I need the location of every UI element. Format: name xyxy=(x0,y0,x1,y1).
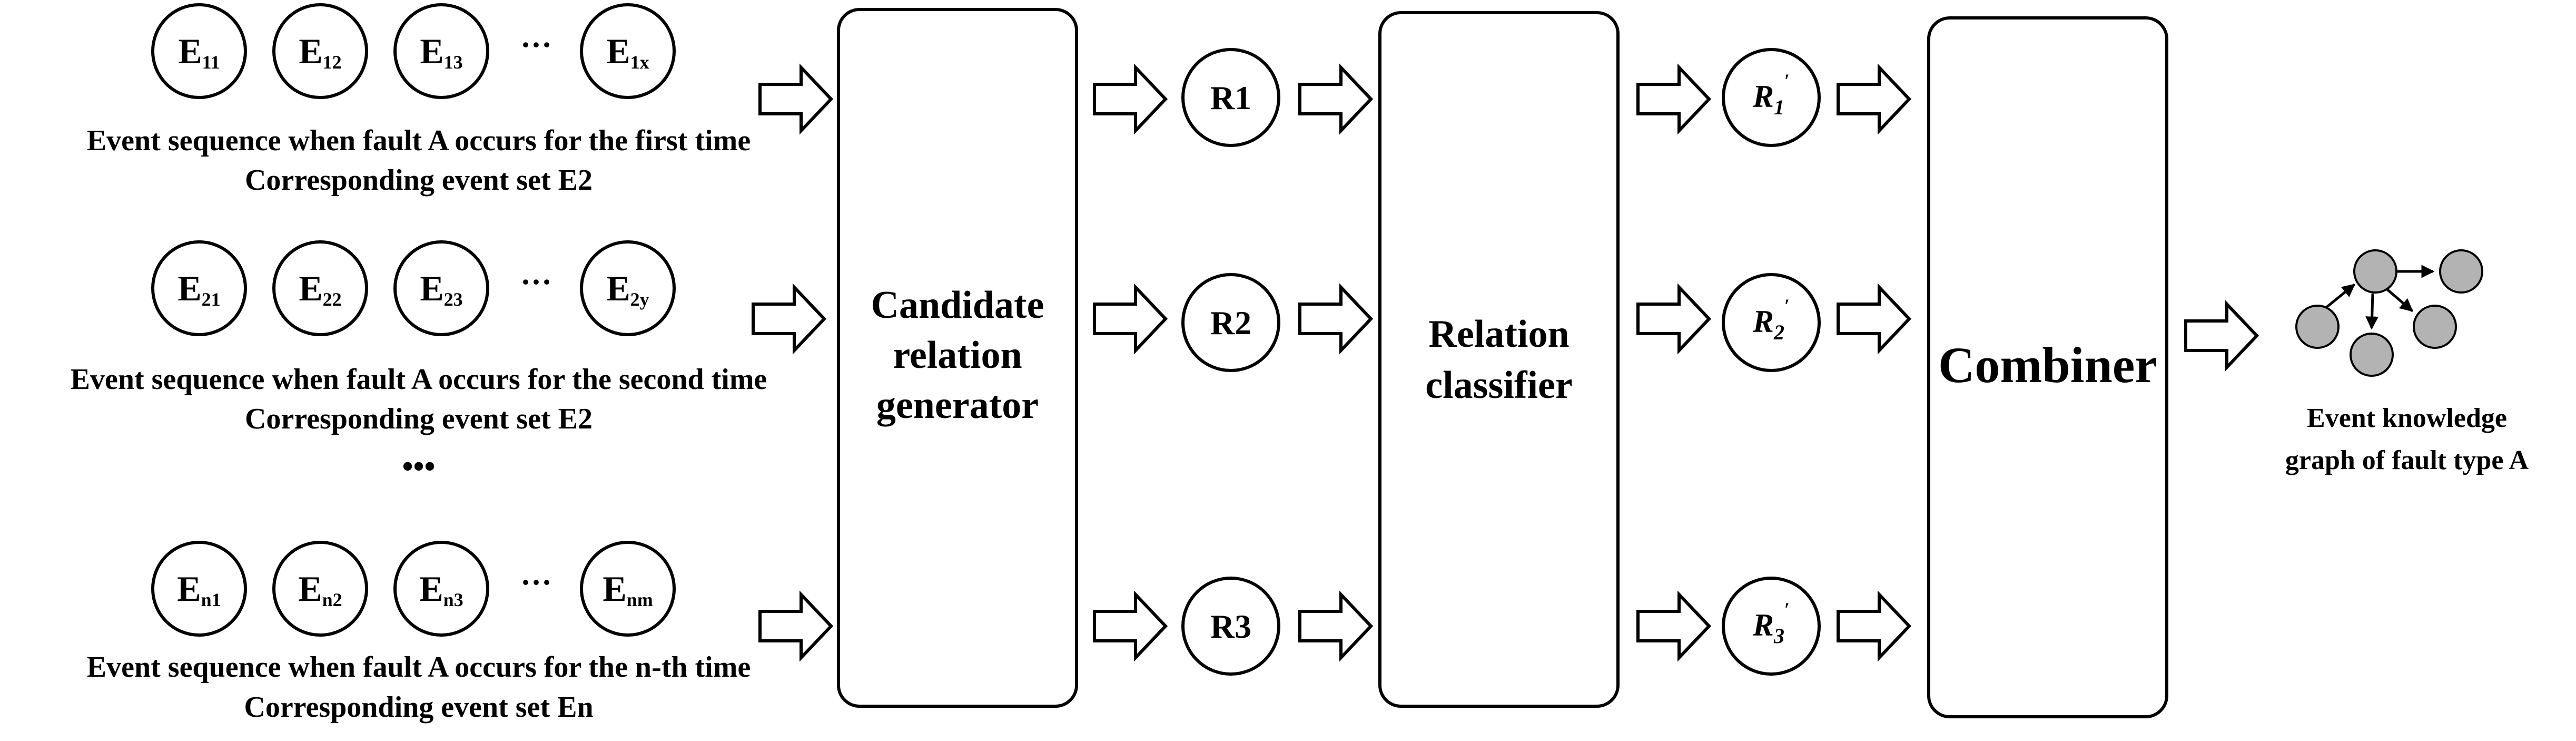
relation-node-r2: R2 xyxy=(1181,273,1280,372)
event-node-e1x: E1x xyxy=(580,3,676,99)
event-node-e11: E11 xyxy=(151,3,247,99)
event-node-e2y: E2y xyxy=(580,240,676,336)
knowledge-graph-icon xyxy=(2295,249,2483,377)
svg-text:E2y: E2y xyxy=(606,268,649,310)
svg-text:En3: En3 xyxy=(419,569,463,610)
svg-text:relation: relation xyxy=(893,334,1022,377)
event-node-en2: En2 xyxy=(272,541,368,637)
sequence-ellipsis: ··· xyxy=(520,265,552,299)
svg-text:E21: E21 xyxy=(177,268,220,310)
event-node-en3: En3 xyxy=(393,541,489,637)
sequence-caption: Event sequence when fault A occurs for t… xyxy=(87,124,751,157)
svg-text:R1: R1 xyxy=(1210,79,1251,116)
arrow-right-icon xyxy=(753,287,824,350)
arrow-right-icon xyxy=(1638,67,1709,131)
arrow-right-icon xyxy=(1638,594,1709,658)
candidate-relation-generator-box: Candidate relation generator xyxy=(837,8,1078,708)
event-node-en1: En1 xyxy=(151,541,247,637)
svg-text:R2: R2 xyxy=(1210,304,1251,342)
event-node-e21: E21 xyxy=(151,240,247,336)
svg-text:En1: En1 xyxy=(177,569,221,610)
classified-relation-node-r2: R2′ xyxy=(1722,273,1821,372)
svg-text:Candidate: Candidate xyxy=(871,284,1044,327)
event-node-e12: E12 xyxy=(272,3,368,99)
sequence-ellipsis: ··· xyxy=(520,27,552,62)
event-sequence-2: E21 E22 E23 ··· E2y Event sequence when … xyxy=(71,240,767,435)
knowledge-graph-label-line2: graph of fault type A xyxy=(2285,445,2529,475)
combiner-box: Combiner xyxy=(1927,16,2168,718)
arrow-right-icon xyxy=(1094,287,1166,350)
arrow-right-icon xyxy=(1300,67,1371,131)
svg-text:E22: E22 xyxy=(299,268,341,310)
arrow-right-icon xyxy=(1838,287,1909,350)
svg-text:R2′: R2′ xyxy=(1752,295,1790,344)
svg-text:E23: E23 xyxy=(420,268,462,310)
svg-text:Combiner: Combiner xyxy=(1938,337,2157,393)
sequence-ellipsis: ··· xyxy=(520,565,552,600)
sequence-caption: Event sequence when fault A occurs for t… xyxy=(71,363,767,396)
event-sequence-n: En1 En2 En3 ··· Enm Event sequence when … xyxy=(87,541,751,724)
svg-text:Enm: Enm xyxy=(603,569,653,610)
event-node-enm: Enm xyxy=(580,541,676,637)
relation-node-r1: R1 xyxy=(1181,48,1280,147)
svg-text:R1′: R1′ xyxy=(1752,70,1790,119)
arrow-right-icon xyxy=(1300,287,1371,350)
arrow-right-icon xyxy=(1094,67,1166,131)
arrow-right-icon xyxy=(2186,304,2257,367)
arrow-right-icon xyxy=(1094,594,1166,658)
arrow-right-icon xyxy=(1838,594,1909,658)
arrow-right-icon xyxy=(760,67,831,131)
sequence-gap-ellipsis: ••• xyxy=(402,449,435,484)
svg-text:Relation: Relation xyxy=(1428,313,1569,356)
svg-text:E12: E12 xyxy=(299,31,341,73)
sequence-caption: Event sequence when fault A occurs for t… xyxy=(87,651,751,684)
arrow-right-icon xyxy=(1638,287,1709,350)
relation-classifier-box: Relation classifier xyxy=(1378,11,1620,708)
arrow-right-icon xyxy=(1838,67,1909,131)
arrow-right-icon xyxy=(1300,594,1371,658)
event-node-e22: E22 xyxy=(272,240,368,336)
svg-text:E11: E11 xyxy=(178,31,220,73)
svg-text:R3: R3 xyxy=(1210,608,1251,645)
classified-relation-node-r1: R1′ xyxy=(1722,48,1821,147)
sequence-caption-event-set: Corresponding event set E2 xyxy=(245,164,593,197)
svg-text:En2: En2 xyxy=(298,569,342,610)
svg-text:classifier: classifier xyxy=(1425,364,1572,407)
event-sequence-1: E11 E12 E13 ··· E1x Event sequence when … xyxy=(87,3,751,197)
svg-text:R3′: R3′ xyxy=(1752,599,1790,648)
arrow-right-icon xyxy=(760,594,831,658)
sequence-caption-event-set: Corresponding event set E2 xyxy=(245,403,593,435)
svg-text:E13: E13 xyxy=(420,31,462,73)
event-node-e13: E13 xyxy=(393,3,489,99)
svg-text:E1x: E1x xyxy=(606,31,649,73)
event-node-e23: E23 xyxy=(393,240,489,336)
svg-text:generator: generator xyxy=(876,384,1039,427)
classified-relation-node-r3: R3′ xyxy=(1722,577,1821,676)
sequence-caption-event-set: Corresponding event set En xyxy=(244,691,593,724)
relation-node-r3: R3 xyxy=(1181,577,1280,676)
knowledge-graph-label: Event knowledge xyxy=(2307,403,2507,433)
